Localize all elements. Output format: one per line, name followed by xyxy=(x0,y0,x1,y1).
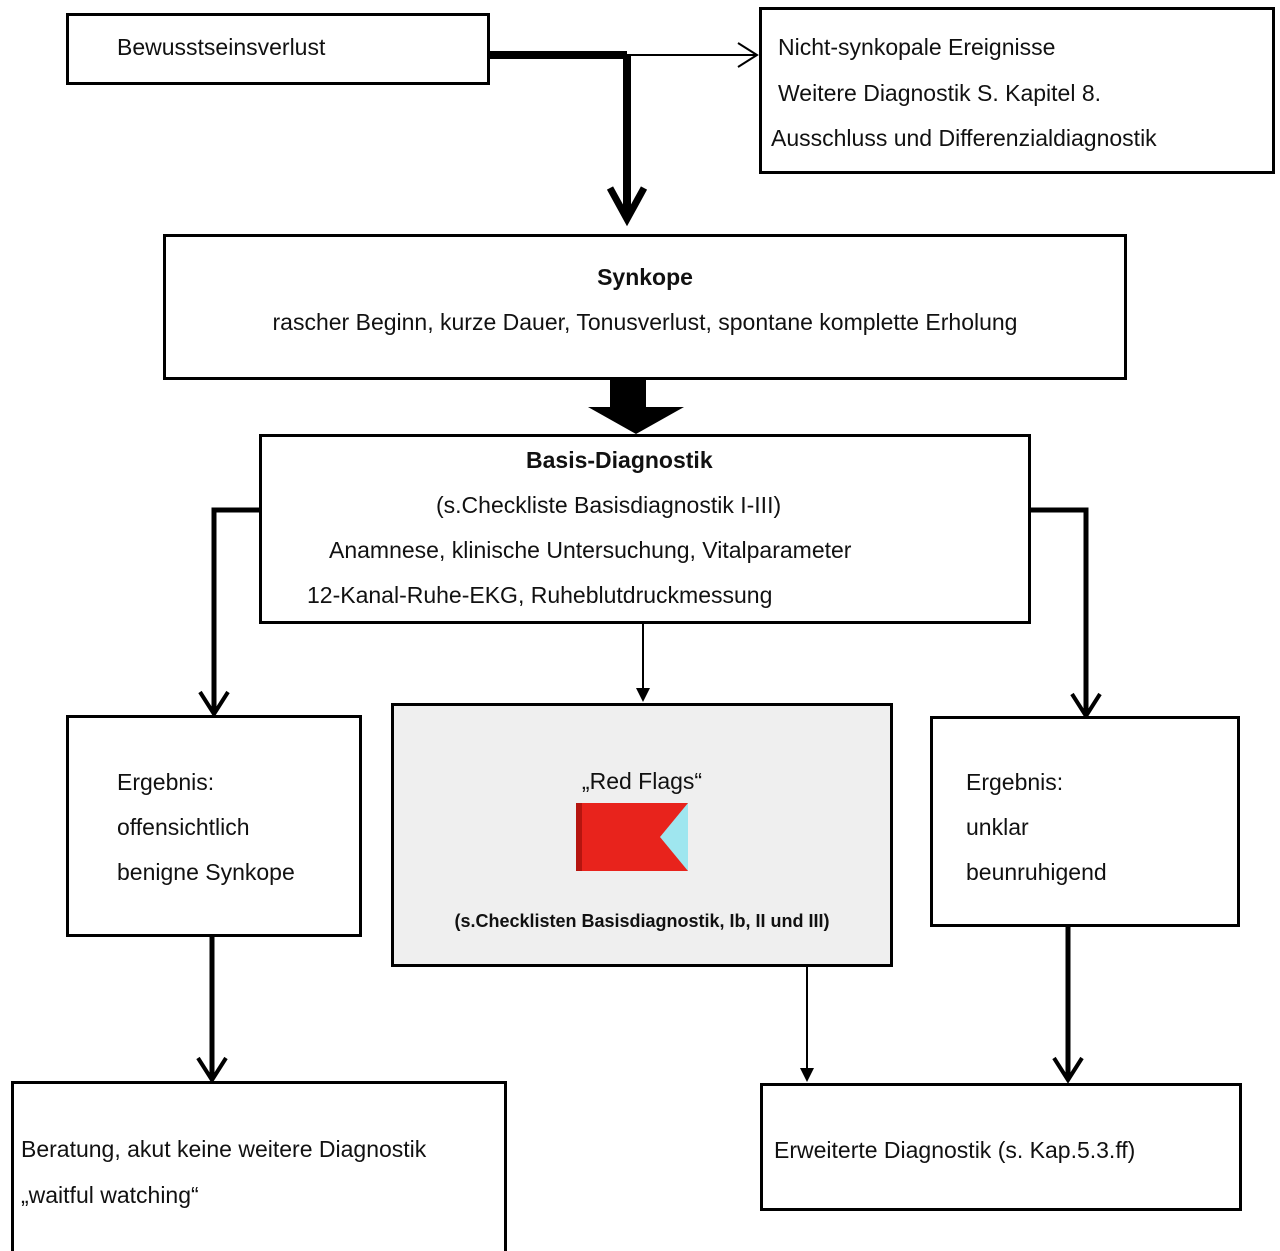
node-extended-diagnostics: Erweiterte Diagnostik (s. Kap.5.3.ff) xyxy=(760,1083,1242,1211)
block-arrow-shaft xyxy=(610,379,646,407)
benign-line-2: offensichtlich xyxy=(117,814,250,840)
extended-label: Erweiterte Diagnostik (s. Kap.5.3.ff) xyxy=(774,1137,1136,1163)
benign-line-3: benigne Synkope xyxy=(117,859,295,885)
benign-line-1: Ergebnis: xyxy=(117,769,215,795)
node-syncope: Synkope rascher Beginn, kurze Dauer, Ton… xyxy=(163,234,1127,380)
counsel-line-2: „waitful watching“ xyxy=(21,1182,199,1208)
unclear-line-1: Ergebnis: xyxy=(966,769,1064,795)
arrowhead-syncope xyxy=(606,186,648,227)
node-result-unclear: Ergebnis: unklar beunruhigend xyxy=(930,716,1240,927)
basis-title: Basis-Diagnostik xyxy=(526,447,713,473)
node-loss-label: Bewusstseinsverlust xyxy=(117,34,326,60)
basis-line-3: 12-Kanal-Ruhe-EKG, Ruheblutdruckmessung xyxy=(307,582,773,608)
arrowhead-redflags xyxy=(636,688,650,702)
node-nonsyncopal-events: Nicht-synkopale Ereignisse Weitere Diagn… xyxy=(759,7,1275,174)
nonsyncopal-line-2: Weitere Diagnostik S. Kapitel 8. xyxy=(778,80,1102,106)
counsel-line-1: Beratung, akut keine weitere Diagnostik xyxy=(21,1136,427,1162)
arrowhead-counsel xyxy=(196,1056,228,1084)
node-basic-diagnostics: Basis-Diagnostik (s.Checkliste Basisdiag… xyxy=(259,434,1031,624)
node-counseling: Beratung, akut keine weitere Diagnostik … xyxy=(11,1081,507,1251)
arrowhead-unclear-extended xyxy=(1052,1056,1084,1084)
syncope-title: Synkope xyxy=(597,264,693,290)
syncope-description: rascher Beginn, kurze Dauer, Tonusverlus… xyxy=(272,309,1018,335)
nonsyncopal-line-1: Nicht-synkopale Ereignisse xyxy=(778,34,1056,60)
redflags-note: (s.Checklisten Basisdiagnostik, Ib, II u… xyxy=(454,911,830,931)
node-result-benign: Ergebnis: offensichtlich benigne Synkope xyxy=(66,715,362,937)
node-loss-of-consciousness: Bewusstseinsverlust xyxy=(66,13,490,85)
arrowhead-nonsyncopal xyxy=(737,42,759,68)
unclear-line-2: unklar xyxy=(966,814,1029,840)
arrowhead-redflags-extended xyxy=(800,1068,814,1082)
connector-to-unclear xyxy=(1030,507,1089,714)
nonsyncopal-line-3: Ausschluss und Differenzialdiagnostik xyxy=(771,125,1157,151)
redflags-title: „Red Flags“ xyxy=(581,768,703,794)
basis-line-1: (s.Checkliste Basisdiagnostik I-III) xyxy=(436,492,782,518)
node-red-flags: „Red Flags“ (s.Checklisten Basisdiagnost… xyxy=(391,703,893,967)
arrowhead-benign xyxy=(198,690,230,718)
block-arrow-head xyxy=(588,407,684,434)
unclear-line-3: beunruhigend xyxy=(966,859,1107,885)
basis-line-2: Anamnese, klinische Untersuchung, Vitalp… xyxy=(329,537,852,563)
red-flag-icon xyxy=(576,803,688,871)
connector-to-benign xyxy=(211,507,262,712)
